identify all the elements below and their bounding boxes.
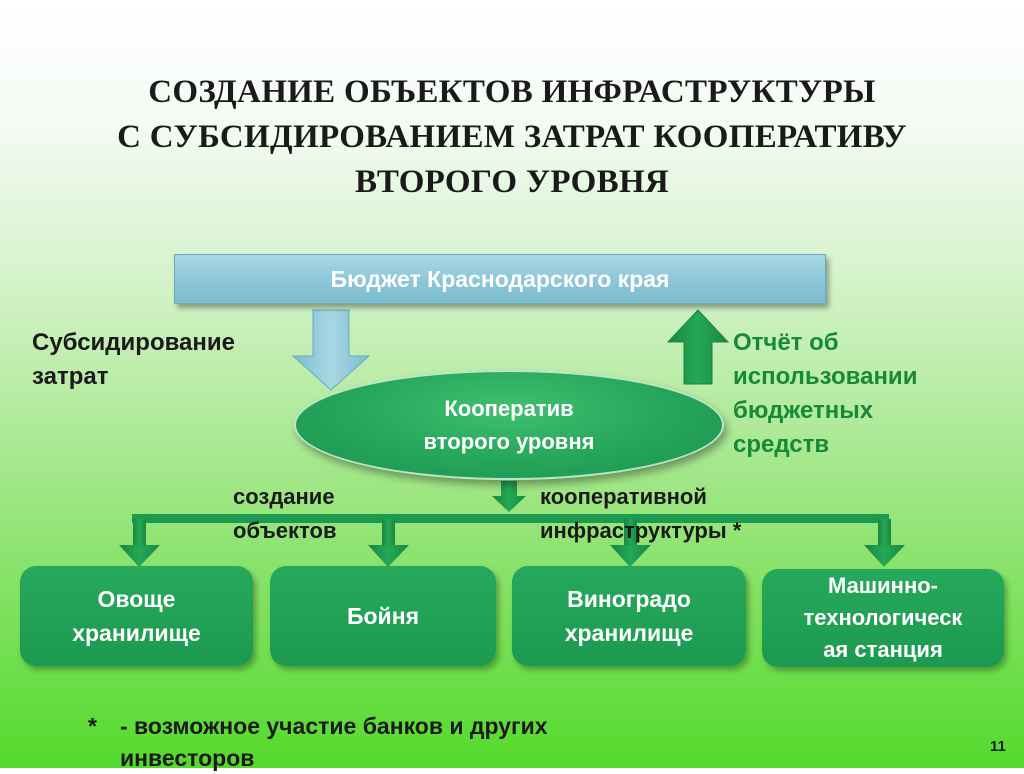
creation-text-left: создание объектов — [233, 480, 336, 548]
creation-text-right: кооперативной инфраструктуры * — [540, 480, 741, 548]
report-up-arrow — [666, 309, 730, 385]
object-4-line-2: технологическ — [803, 605, 963, 630]
creation-left-line-1: создание — [233, 484, 335, 509]
footnote: * - возможное участие банков и других ин… — [88, 710, 548, 774]
page-title: СОЗДАНИЕ ОБЪЕКТОВ ИНФРАСТРУКТУРЫ С СУБСИ… — [60, 70, 964, 205]
object-3-line-1: Виноградо — [567, 586, 691, 612]
cooperative-line-2: второго уровня — [423, 429, 595, 454]
branch-arrow-1 — [119, 519, 160, 567]
object-4-line-1: Машинно- — [827, 573, 939, 598]
creation-right-line-2: инфраструктуры * — [540, 518, 742, 543]
report-line-3: бюджетных — [733, 397, 874, 424]
footnote-line-1: - возможное участие банков и других — [120, 713, 548, 739]
object-4-line-3: ая станция — [823, 637, 943, 662]
cooperative-line-1: Кооператив — [444, 396, 574, 421]
footnote-star: * — [88, 713, 97, 739]
report-line-4: средств — [733, 431, 830, 458]
subsidy-line-1: Субсидирование — [32, 329, 235, 356]
creation-right-line-1: кооперативной — [540, 484, 707, 509]
object-box-vegetable-storage: Овоще хранилище — [20, 566, 253, 666]
report-label: Отчёт об использовании бюджетных средств — [733, 326, 917, 462]
cooperative-down-arrow — [492, 481, 526, 512]
subsidy-line-2: затрат — [32, 363, 109, 390]
object-2-line-1: Бойня — [346, 603, 420, 629]
title-line-1: СОЗДАНИЕ ОБЪЕКТОВ ИНФРАСТРУКТУРЫ — [148, 74, 876, 110]
page-number: 11 — [990, 738, 1006, 755]
branch-arrow-4 — [864, 519, 905, 567]
budget-label: Бюджет Краснодарского края — [330, 265, 670, 292]
object-3-line-2: хранилище — [564, 620, 694, 646]
object-box-slaughterhouse: Бойня — [270, 566, 496, 666]
footnote-line-2: инвесторов — [120, 745, 255, 771]
object-1-line-1: Овоще — [97, 586, 176, 612]
report-line-1: Отчёт об — [733, 329, 839, 356]
report-line-2: использовании — [733, 363, 918, 390]
branch-arrow-3 — [610, 519, 651, 567]
title-line-3: ВТОРОГО УРОВНЯ — [354, 164, 670, 200]
branch-bar — [132, 514, 889, 523]
cooperative-ellipse: Кооператив второго уровня — [294, 370, 724, 480]
subsidy-label: Субсидирование затрат — [32, 326, 235, 394]
object-1-line-2: хранилище — [72, 620, 201, 646]
branch-arrow-2 — [368, 519, 409, 567]
budget-box: Бюджет Краснодарского края — [174, 254, 826, 304]
object-box-machine-station: Машинно- технологическ ая станция — [762, 569, 1004, 667]
subsidy-down-arrow — [291, 309, 371, 391]
title-line-2: С СУБСИДИРОВАНИЕМ ЗАТРАТ КООПЕРАТИВУ — [117, 119, 907, 155]
creation-left-line-2: объектов — [233, 518, 337, 543]
object-box-grape-storage: Виноградо хранилище — [512, 566, 746, 666]
